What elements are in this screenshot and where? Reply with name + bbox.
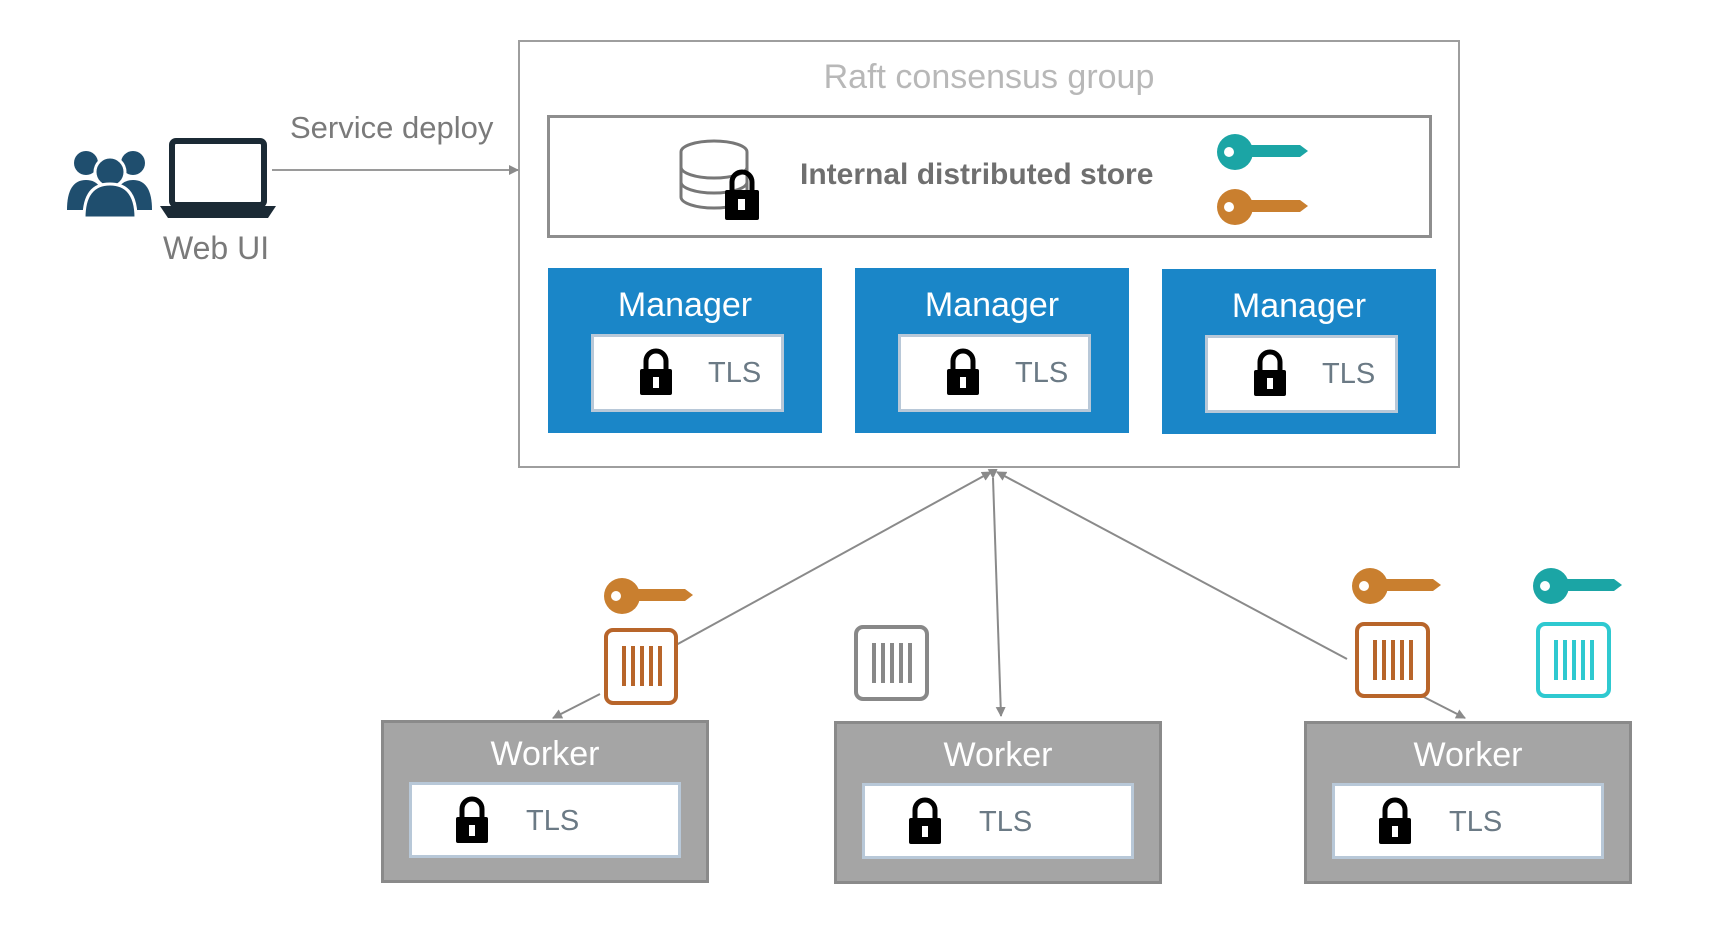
tls-box: TLS: [898, 334, 1091, 412]
manager-node-2: Manager TLS: [855, 268, 1129, 433]
worker-title: Worker: [1413, 736, 1523, 774]
tls-label: TLS: [979, 806, 1033, 838]
lock-icon: [640, 348, 672, 395]
key-teal-icon: [1217, 134, 1308, 170]
worker-3-deploy-arrow: [1417, 693, 1466, 719]
worker-title: Worker: [490, 735, 600, 773]
lock-icon: [1254, 349, 1286, 396]
container-orange-icon: [1355, 622, 1430, 698]
worker-3-connection-arrow: [996, 471, 1348, 660]
key-orange-icon: [604, 578, 693, 614]
tls-box: TLS: [409, 782, 681, 858]
database-lock-icon: [679, 139, 759, 220]
service-deploy-label: Service deploy: [290, 110, 494, 145]
tls-label: TLS: [1449, 806, 1503, 838]
worker-2-connection-arrow: [987, 468, 1006, 717]
web-ui-label: Web UI: [163, 230, 270, 266]
lock-icon: [947, 348, 979, 395]
tls-label: TLS: [1322, 358, 1376, 390]
laptop-icon: [160, 138, 276, 218]
lock-icon: [1379, 797, 1411, 844]
worker-node-3: Worker TLS: [1304, 721, 1632, 884]
tls-box: TLS: [862, 783, 1134, 859]
store-label: Internal distributed store: [800, 158, 1154, 191]
manager-node-3: Manager TLS: [1162, 269, 1436, 434]
manager-title: Manager: [924, 286, 1060, 324]
container-orange-icon: [604, 628, 678, 705]
worker-1-connection-arrow: [675, 471, 992, 646]
raft-group-title: Raft consensus group: [823, 58, 1155, 96]
manager-title: Manager: [617, 286, 753, 324]
manager-node-1: Manager TLS: [548, 268, 822, 433]
users-icon: [67, 151, 152, 220]
tls-label: TLS: [1015, 357, 1069, 389]
manager-title: Manager: [1231, 287, 1367, 325]
tls-label: TLS: [708, 357, 762, 389]
tls-box: TLS: [1332, 783, 1604, 859]
key-teal-icon: [1533, 568, 1622, 604]
lock-icon: [909, 797, 941, 844]
key-orange-icon: [1352, 568, 1441, 604]
container-gray-icon: [854, 625, 929, 701]
lock-icon: [456, 796, 488, 843]
tls-box: TLS: [591, 334, 784, 412]
worker-node-1: Worker TLS: [381, 720, 709, 883]
worker-title: Worker: [943, 736, 1053, 774]
container-teal-icon: [1536, 622, 1611, 698]
key-orange-icon: [1217, 189, 1308, 225]
tls-label: TLS: [526, 805, 580, 837]
worker-node-2: Worker TLS: [834, 721, 1162, 884]
worker-1-deploy-arrow: [552, 693, 601, 719]
tls-box: TLS: [1205, 335, 1398, 413]
